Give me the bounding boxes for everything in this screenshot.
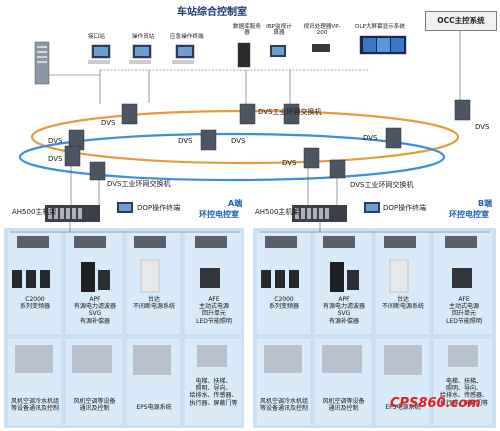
device-label-db: 数据库服务器 bbox=[233, 24, 261, 36]
dvs-label-4: DVS bbox=[48, 137, 63, 145]
remote-io-icons bbox=[17, 236, 477, 248]
dvs-label-3: DVS bbox=[475, 123, 490, 131]
cell-b-3: 台达不间断电源系统 bbox=[381, 296, 424, 311]
control-room-links bbox=[43, 30, 461, 104]
watermark-main: CPS8 bbox=[390, 396, 428, 411]
hmi-label-b: DOP操作终端 bbox=[383, 204, 427, 212]
panel-links bbox=[10, 222, 490, 233]
device-label-dlp: DLP大屏幕显示系统 bbox=[355, 24, 405, 30]
application-icons bbox=[15, 345, 478, 375]
app-b-1: 风机空调冷水机组等设备通讯及控制 bbox=[259, 398, 308, 413]
dvs-label-7: DVS bbox=[48, 155, 63, 163]
cell-a-3: 台达不间断电源系统 bbox=[132, 296, 175, 311]
app-a-1: 风机空调冷水机组等设备通讯及控制 bbox=[10, 398, 59, 413]
plc-rack-icons bbox=[45, 202, 380, 222]
hmi-label-a: DOP操作终端 bbox=[137, 204, 181, 212]
device-label-ibp: IBP监视计算器 bbox=[266, 24, 292, 36]
dvs-ring-label-a: DVS工业环网交换机 bbox=[107, 180, 171, 188]
watermark: CPS860.com bbox=[390, 396, 481, 411]
dvs-label-5: DVS bbox=[178, 137, 193, 145]
workstation-label-operator: 操作员站 bbox=[132, 34, 155, 40]
dvs-ring-label-b: DVS工业环网交换机 bbox=[350, 181, 414, 189]
workstation-label-emergency: 应急操作终端 bbox=[170, 34, 204, 40]
watermark-accent: 60.com bbox=[427, 396, 481, 411]
room-b-name: B端 bbox=[478, 199, 493, 208]
app-b-2: 风机空调等设备通讯及控制 bbox=[322, 398, 365, 413]
plc-label-b: AH500主机架 bbox=[255, 208, 300, 216]
dvs-label-6: DVS bbox=[363, 134, 378, 142]
workstation-icons bbox=[88, 44, 195, 64]
dvs-ring-label-top: DVS工业环网交换机 bbox=[258, 108, 322, 116]
app-a-4: 电梯、扶梯、照明、导向、给排水、传感器、执行器、屏蔽门等 bbox=[189, 378, 238, 407]
room-b-sub: 环控电控室 bbox=[449, 210, 489, 219]
blue-dvs-ring bbox=[18, 132, 446, 182]
app-b-3: EPS电源系统 bbox=[385, 404, 421, 411]
workstation-label-interface: 接口站 bbox=[88, 34, 105, 40]
room-a-sub: 环控电控室 bbox=[199, 210, 239, 219]
plc-label-a: AH500主机架 bbox=[12, 208, 57, 216]
occ-system-box: OCC主控系统 bbox=[425, 11, 497, 31]
app-b-4: 电梯、扶梯、照明、导向、给排水、传感器、执行器、屏蔽门等 bbox=[439, 378, 488, 407]
control-room-title: 车站综合控制室 bbox=[177, 7, 247, 18]
app-a-2: 风机空调等设备通讯及控制 bbox=[73, 398, 116, 413]
dvs-label-2: DVS bbox=[231, 137, 246, 145]
device-label-vp: 视讯处理器VP-200 bbox=[303, 24, 341, 36]
app-a-3: EPS电源系统 bbox=[136, 404, 172, 411]
server-rack-icon bbox=[34, 41, 50, 85]
dvs-label-8: DVS bbox=[282, 159, 297, 167]
control-center-devices bbox=[237, 35, 407, 68]
room-a-name: A端 bbox=[228, 199, 243, 208]
dvs-label-1: DVS bbox=[101, 119, 116, 127]
drive-device-icons bbox=[12, 259, 472, 293]
dvs-switch-icons bbox=[64, 99, 471, 181]
